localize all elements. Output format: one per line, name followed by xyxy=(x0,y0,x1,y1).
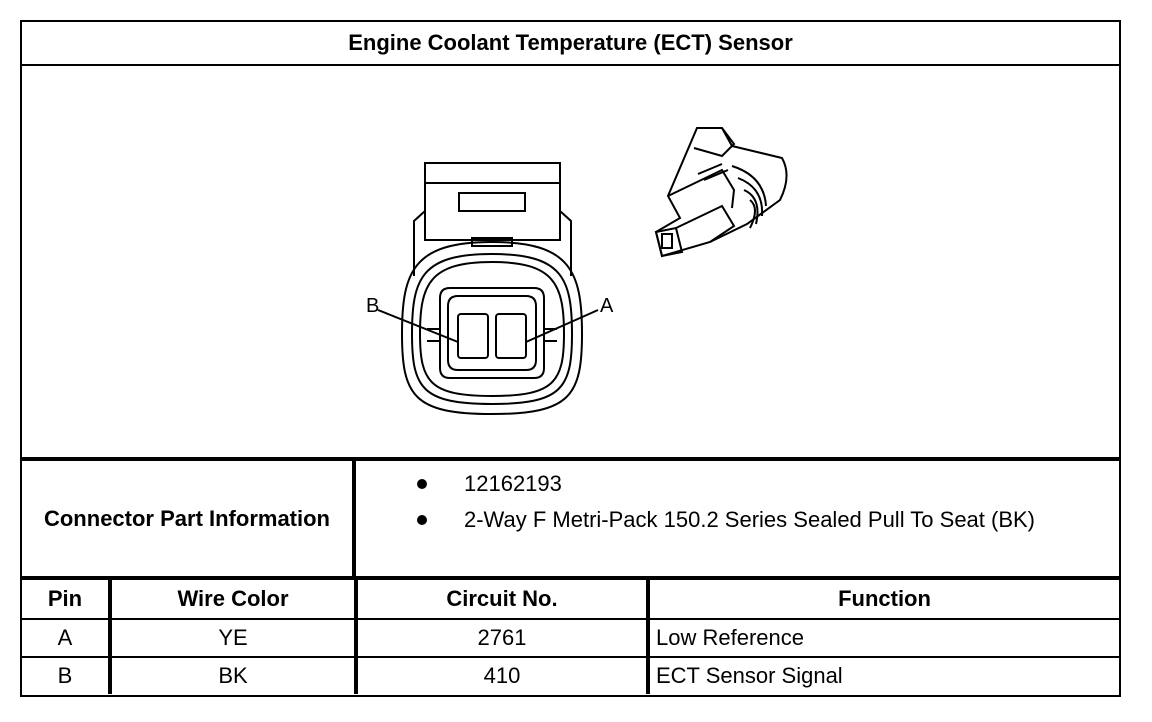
connector-sheet: Engine Coolant Temperature (ECT) Sensor xyxy=(20,20,1121,697)
connector-outer xyxy=(400,240,584,416)
table-row: A YE 2761 Low Reference xyxy=(22,618,1119,658)
label-b: B xyxy=(366,295,379,317)
leader-a xyxy=(525,309,599,343)
pin-table: Pin Wire Color Circuit No. Function A YE… xyxy=(22,578,1119,694)
latch-window xyxy=(458,192,526,212)
latch-side xyxy=(413,208,572,276)
cell-wire-color: BK xyxy=(109,656,358,694)
cavity-outer xyxy=(439,287,545,379)
bullet-icon xyxy=(417,479,427,489)
pin-table-header: Pin Wire Color Circuit No. Function xyxy=(22,578,1119,620)
cavity-inner xyxy=(447,295,537,371)
connector-info-label: Connector Part Information xyxy=(22,461,356,576)
connector-drawing: B A xyxy=(366,127,788,416)
connector-ring xyxy=(410,252,574,406)
bullet-icon xyxy=(417,515,427,525)
table-row: B BK 410 ECT Sensor Signal xyxy=(22,656,1119,694)
keyway xyxy=(471,237,513,247)
label-a: A xyxy=(600,295,614,317)
terminal-b xyxy=(457,313,489,359)
cell-wire-color: YE xyxy=(109,618,358,658)
cell-pin: B xyxy=(22,656,112,694)
cell-circuit-no: 2761 xyxy=(355,618,650,658)
terminal-a xyxy=(495,313,527,359)
sheet-title: Engine Coolant Temperature (ECT) Sensor xyxy=(22,22,1119,66)
connector-info-list: 12162193 2-Way F Metri-Pack 150.2 Series… xyxy=(358,461,1119,576)
header-circuit-no: Circuit No. xyxy=(355,578,650,620)
cell-function: Low Reference xyxy=(647,618,1119,658)
header-wire-color: Wire Color xyxy=(109,578,358,620)
connector-seal xyxy=(418,260,566,398)
leader-b xyxy=(377,309,459,343)
header-function: Function xyxy=(647,578,1119,620)
cell-function: ECT Sensor Signal xyxy=(647,656,1119,694)
connector-iso-view xyxy=(654,127,788,258)
cell-pin: A xyxy=(22,618,112,658)
header-pin: Pin xyxy=(22,578,112,620)
latch-top xyxy=(424,162,561,184)
cell-circuit-no: 410 xyxy=(355,656,650,694)
connector-info-row: Connector Part Information 12162193 2-Wa… xyxy=(22,457,1119,578)
connector-diagram: B A xyxy=(22,66,1119,460)
